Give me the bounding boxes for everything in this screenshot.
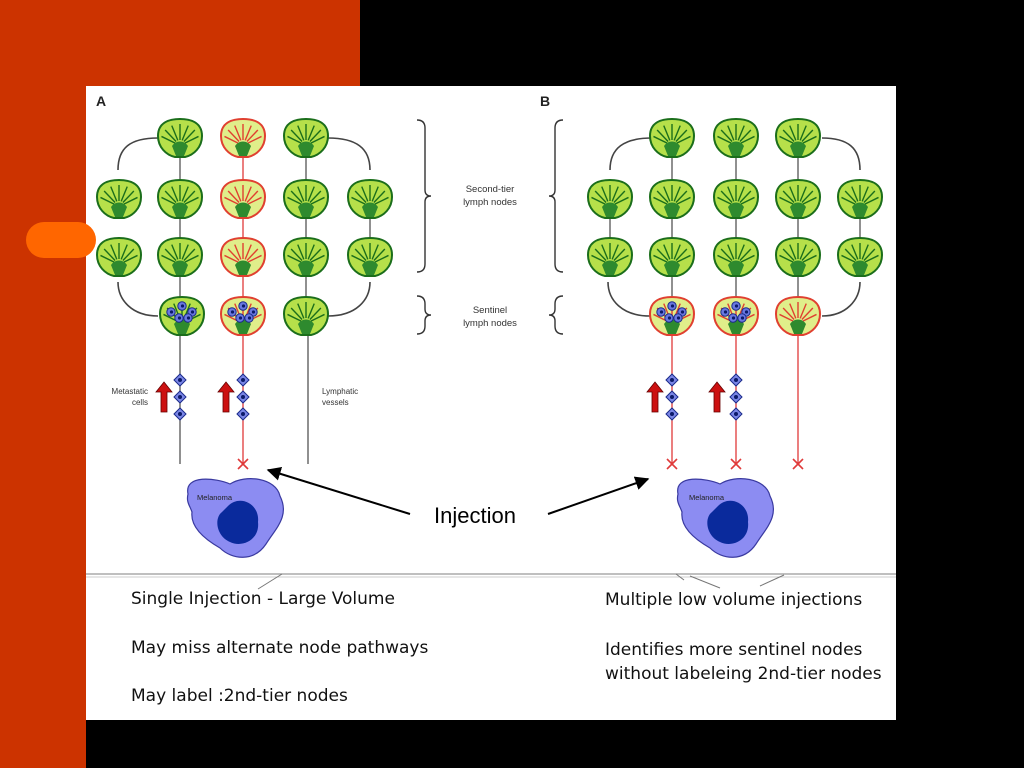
caption-right-more-sentinel: Identifies more sentinel nodes — [605, 640, 863, 660]
a-second-tier-node-r2-c2 — [219, 236, 267, 277]
b-second-tier-node-r2-c2 — [712, 236, 760, 277]
b-arc-top-right — [821, 137, 861, 171]
b-sentinel-brace — [548, 295, 564, 335]
lymphatic-label-line2: vessels — [322, 398, 349, 407]
b-second-tier-node-r1-c2 — [712, 178, 760, 219]
a-melanoma-label: Melanoma — [197, 493, 233, 502]
b-metastatic-cells-chain-1 — [665, 373, 679, 421]
caption-right-without-labeling: without labeleing 2nd-tier nodes — [605, 664, 882, 684]
injection-arrow-right — [547, 476, 650, 515]
a-sentinel-node-2 — [219, 295, 267, 336]
a-arc-bottom-right — [327, 281, 371, 317]
a-sentinel-node-3 — [282, 295, 330, 336]
second-tier-label-line1: Second-tier — [466, 184, 515, 195]
a-second-tier-node-r1-c2 — [219, 178, 267, 219]
second-tier-label-line2: lymph nodes — [463, 197, 517, 208]
b-red-arrow-1 — [646, 381, 664, 413]
sentinel-brace — [416, 295, 432, 335]
b-sentinel-node-3 — [774, 295, 822, 336]
b-second-tier-node-r1-c4 — [836, 178, 884, 219]
a-second-tier-node-r2-c3 — [282, 236, 330, 277]
caption-right-multiple-injections: Multiple low volume injections — [605, 590, 863, 610]
a-arc-bottom-left — [117, 281, 159, 317]
a-injection-site — [237, 458, 249, 470]
a-second-tier-node-r0-c0 — [156, 117, 204, 158]
a-red-arrow-2 — [217, 381, 235, 413]
injection-label: Injection — [434, 503, 516, 528]
slide-orange-pill — [26, 222, 96, 258]
annotations-layer — [86, 373, 896, 590]
caption-pointer-right-2 — [689, 575, 721, 589]
b-second-tier-node-r0-c2 — [774, 117, 822, 158]
a-second-tier-node-r1-c1 — [156, 178, 204, 219]
a-arc-top-left — [117, 137, 159, 171]
b-second-tier-node-r1-c1 — [648, 178, 696, 219]
caption-pointer-right-1 — [675, 573, 685, 581]
b-injection-site-3 — [792, 458, 804, 470]
b-second-tier-node-r1-c3 — [774, 178, 822, 219]
caption-left-label-second-tier: May label :2nd-tier nodes — [131, 686, 348, 706]
slide-orange-sidebar — [0, 0, 86, 768]
a-melanoma-tumor — [186, 478, 285, 558]
b-red-arrow-2 — [708, 381, 726, 413]
caption-pointer-left — [257, 573, 283, 590]
b-sentinel-node-1 — [648, 295, 696, 336]
caption-left-miss-pathways: May miss alternate node pathways — [131, 638, 429, 658]
a-arc-top-right — [327, 137, 371, 171]
a-metastatic-cells-chain-1 — [173, 373, 187, 421]
b-second-tier-node-r2-c4 — [836, 236, 884, 277]
a-second-tier-node-r0-c2 — [282, 117, 330, 158]
injection-arrow-left — [266, 467, 411, 515]
b-arc-bottom-left — [607, 281, 651, 317]
a-second-tier-node-r0-c1 — [219, 117, 267, 158]
a-second-tier-node-r2-c0 — [95, 236, 143, 277]
caption-left-single-injection: Single Injection - Large Volume — [131, 589, 395, 609]
second-tier-brace — [416, 119, 432, 273]
b-melanoma-label: Melanoma — [689, 493, 725, 502]
a-second-tier-node-r2-c4 — [346, 236, 394, 277]
b-second-tier-node-r0-c1 — [712, 117, 760, 158]
a-second-tier-node-r2-c1 — [156, 236, 204, 277]
lymphatic-label-line1: Lymphatic — [322, 387, 358, 396]
sentinel-label-line1: Sentinel — [473, 305, 507, 316]
b-second-tier-node-r2-c1 — [648, 236, 696, 277]
metastatic-label-line1: Metastatic — [112, 387, 148, 396]
panel-b-letter: B — [540, 93, 550, 109]
a-second-tier-node-r1-c4 — [346, 178, 394, 219]
a-second-tier-node-r1-c3 — [282, 178, 330, 219]
a-second-tier-node-r1-c0 — [95, 178, 143, 219]
b-melanoma-tumor — [676, 478, 775, 558]
caption-pointer-right-3 — [759, 574, 785, 587]
sentinel-label-line2: lymph nodes — [463, 318, 517, 329]
nodes-layer — [95, 117, 884, 336]
a-metastatic-cells-chain-2 — [236, 373, 250, 421]
slide-orange-top-block — [86, 0, 360, 86]
b-second-tier-node-r2-c0 — [586, 236, 634, 277]
panel-a-letter: A — [96, 93, 106, 109]
b-arc-bottom-right — [821, 281, 861, 317]
b-second-tier-node-r1-c0 — [586, 178, 634, 219]
b-arc-top-left — [609, 137, 653, 171]
connections-layer — [117, 119, 861, 464]
b-injection-site-1 — [666, 458, 678, 470]
b-sentinel-node-2 — [712, 295, 760, 336]
b-second-tier-node-r2-c3 — [774, 236, 822, 277]
b-injection-site-2 — [730, 458, 742, 470]
b-metastatic-cells-chain-2 — [729, 373, 743, 421]
a-sentinel-node-1 — [158, 295, 206, 336]
metastatic-label-line2: cells — [132, 398, 148, 407]
b-second-tier-brace — [548, 119, 564, 273]
b-second-tier-node-r0-c0 — [648, 117, 696, 158]
a-red-arrow-1 — [155, 381, 173, 413]
